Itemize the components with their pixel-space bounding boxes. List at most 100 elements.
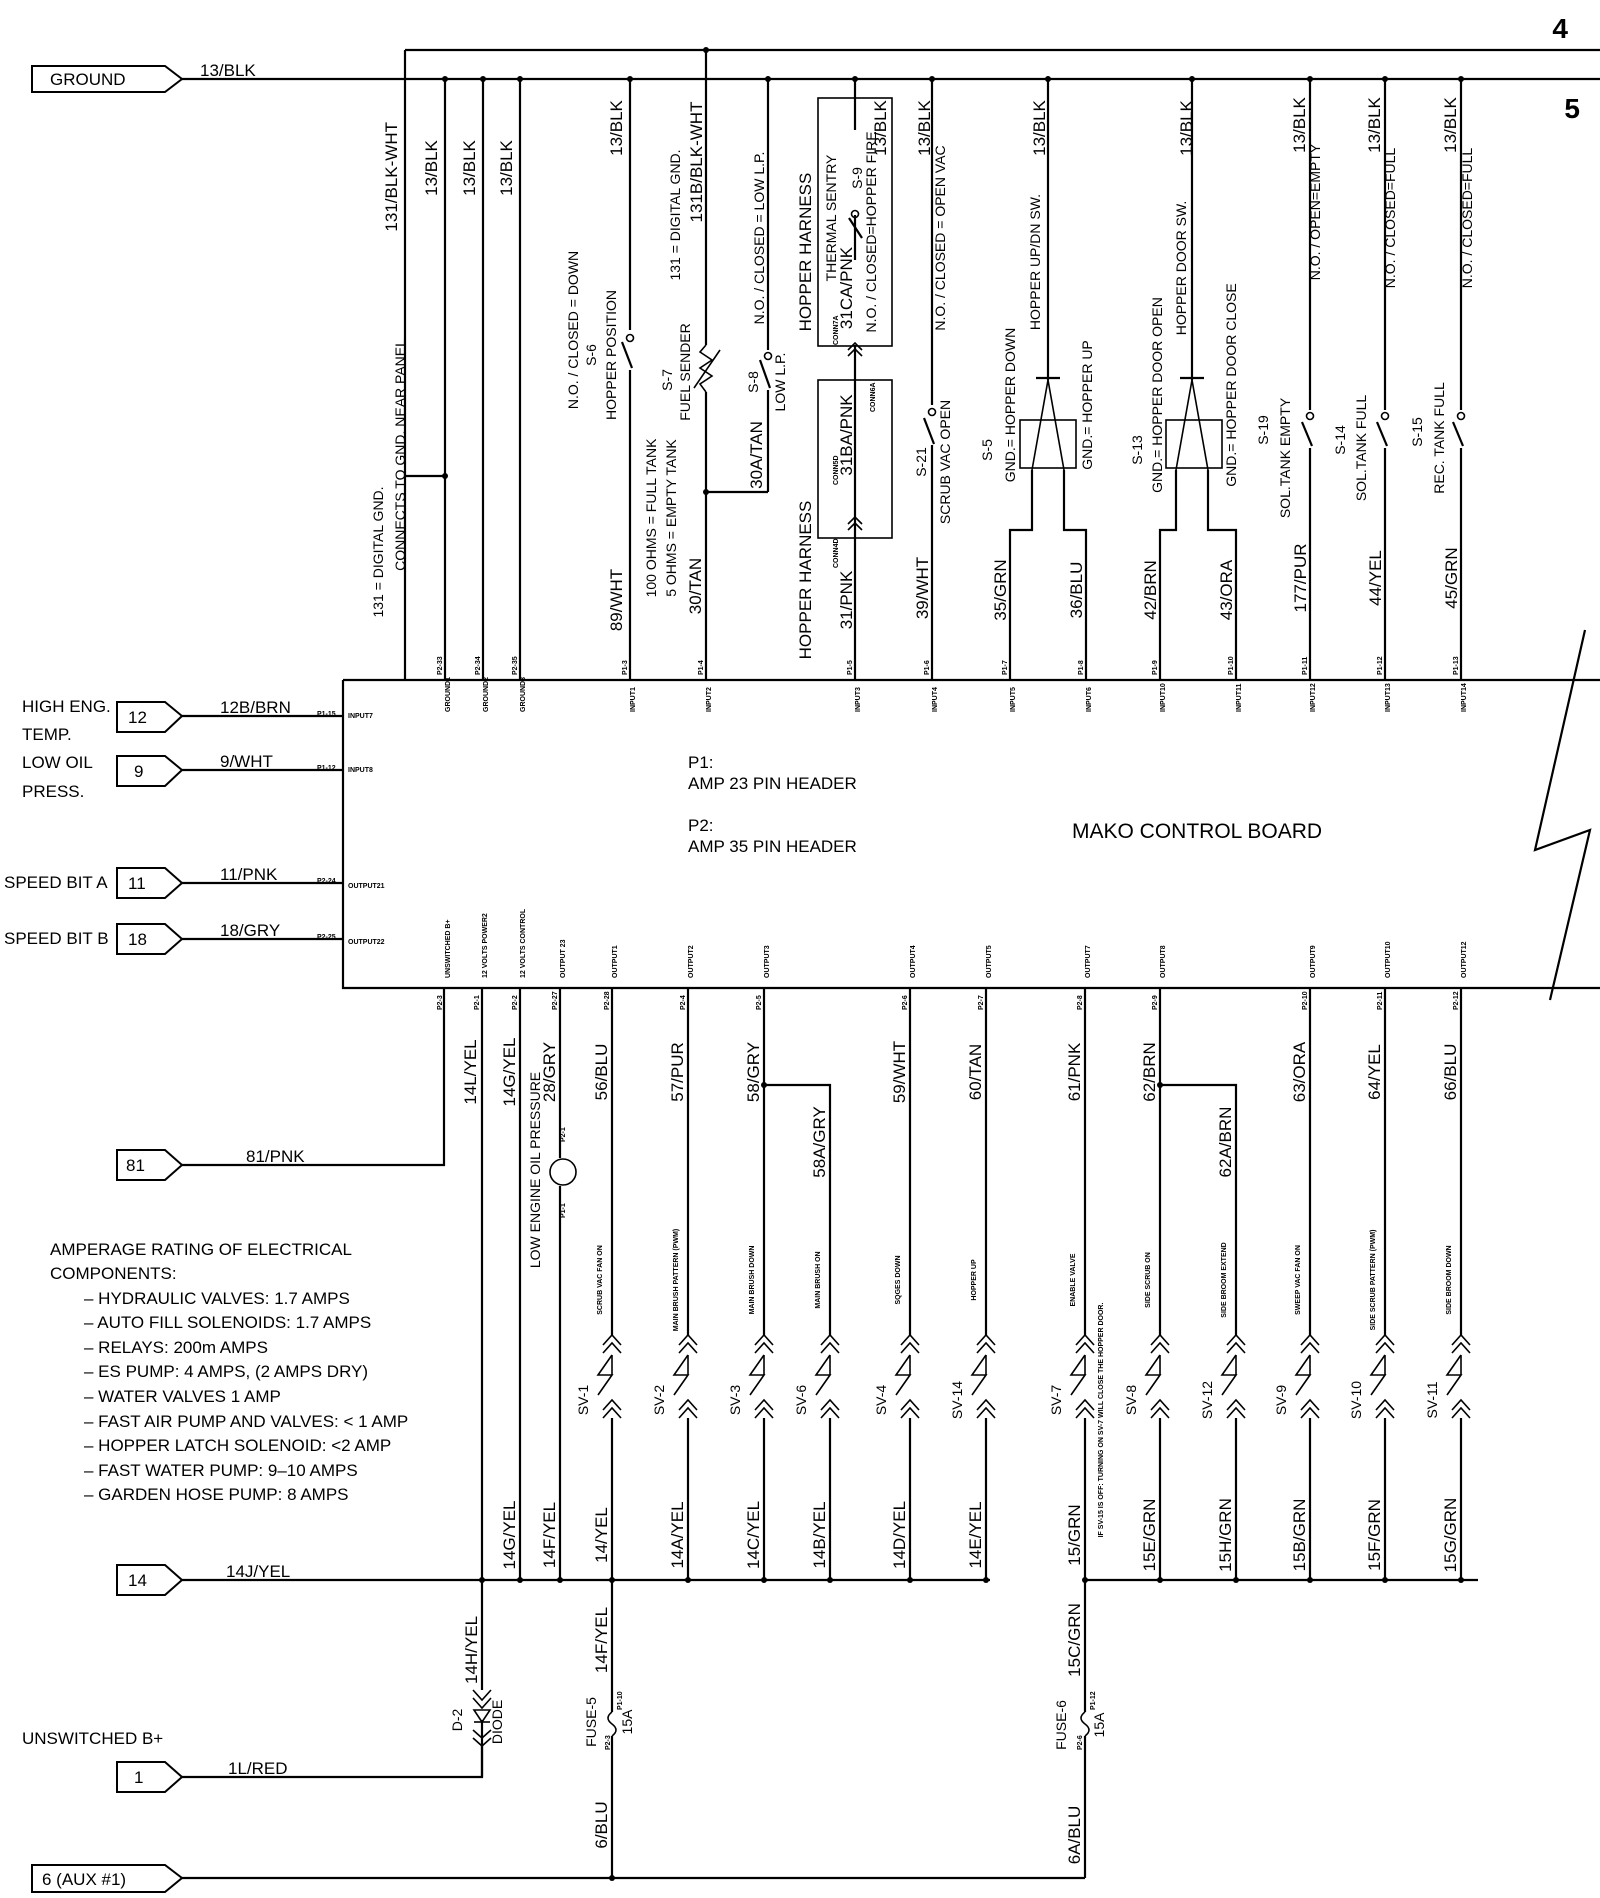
conn-arrows-bottom [754, 1398, 774, 1419]
junction-dot [685, 1577, 691, 1583]
conn-arrows-top [1375, 1333, 1395, 1354]
pin-label: P1-5 [847, 660, 854, 675]
conn-arrows-bottom [1451, 1398, 1471, 1419]
conn-arrow [820, 1406, 840, 1419]
connector-num: 1 [134, 1768, 143, 1787]
wire-42 [1158, 470, 1178, 680]
pin-label: P2-3 [437, 995, 444, 1010]
conn-arrows-bottom [1375, 1398, 1395, 1419]
junction-dot [1307, 76, 1313, 82]
valve-coil-icon [596, 1354, 614, 1396]
mid2-wire: 31CA/PNK [837, 246, 856, 329]
pin-name: GROUND2 [483, 677, 490, 712]
unswitched-label: UNSWITCHED B+ [22, 1729, 163, 1748]
conn-arrow [754, 1333, 774, 1346]
conn-arrows-top [754, 1333, 774, 1354]
pin-name: GROUND1 [445, 677, 452, 712]
conn-arrow [820, 1341, 840, 1354]
conn-arrow [1150, 1406, 1170, 1419]
output-note: IF SV-15 IS OFF: TURNING ON SV-7 WILL CL… [1098, 1303, 1105, 1538]
connector-num: 81 [126, 1156, 145, 1175]
wire-label: 12B/BRN [220, 698, 291, 717]
upper-wire-label: 61/PNK [1065, 1042, 1084, 1101]
wire-label: 14G/YEL [500, 1038, 519, 1107]
upper-wire-label: 62A/BRN [1216, 1107, 1235, 1178]
pin-name: OUTPUT2 [688, 945, 695, 978]
conn-arrow [678, 1406, 698, 1419]
conn-arrows-top [820, 1333, 840, 1354]
switch-blade [1031, 379, 1049, 471]
switch-housing [1019, 419, 1077, 469]
conn-arrow [678, 1341, 698, 1354]
switch-contact [1305, 411, 1315, 421]
pin-name: INPUT7 [348, 713, 373, 720]
conn-arrow [1150, 1398, 1170, 1411]
pin-label: P1-4 [698, 660, 705, 675]
wire [182, 1720, 484, 1779]
pin-label: P1-8 [1078, 660, 1085, 675]
pin-name: INPUT2 [706, 687, 713, 712]
junction-dot [983, 1577, 989, 1583]
valve-coil-icon [970, 1354, 988, 1396]
upper-wire-label: 57/PUR [668, 1042, 687, 1102]
junction-dot [852, 76, 858, 82]
fuse-5-pin2: P2-3 [605, 1735, 612, 1750]
left-connector-unswitched: UNSWITCHED B+ 1 1L/RED [22, 1720, 484, 1793]
upper-note: 131 = DIGITAL GND. [667, 149, 683, 280]
conn-arrows-top [1226, 1333, 1246, 1354]
conn-arrow [900, 1406, 920, 1419]
wire-label: 9/WHT [220, 752, 273, 771]
upper-wire-label: 56/BLU [592, 1044, 611, 1101]
switch-state: N.O. / CLOSED = OPEN VAC [932, 145, 948, 330]
ground-connector: GROUND 13/BLK [31, 61, 256, 93]
conn-arrow [1226, 1406, 1246, 1419]
pin-name: OUTPUT12 [1461, 941, 1468, 978]
switch-contact [1380, 411, 1390, 421]
switch-blade [1375, 421, 1389, 447]
switch-desc: SOL.TANK FULL [1353, 395, 1369, 502]
low-oil-label: LOW OIL [22, 753, 93, 772]
note1: 131 = DIGITAL GND. [370, 486, 386, 617]
wire-36 [1062, 470, 1088, 680]
pin-label: P2-9 [1152, 995, 1159, 1010]
lower-wire-label: 14/YEL [592, 1507, 611, 1563]
conn-arrow [976, 1398, 996, 1411]
junction-dot [479, 1577, 485, 1583]
conn4d-label: CONN4D [833, 538, 840, 568]
conn-arrow [847, 341, 863, 351]
pin-name: OUTPUT5 [986, 945, 993, 978]
junction-dot [761, 1082, 767, 1088]
switch-id: S-6 [583, 344, 599, 366]
conn-arrows-bottom [1226, 1398, 1246, 1419]
top-column-input2: 131B/BLK-WHT 131 = DIGITAL GND. 30/TAN S… [643, 50, 788, 712]
pin-name: OUTPUT4 [910, 945, 917, 978]
conn-arrow [602, 1341, 622, 1354]
switch-blade [1047, 379, 1065, 471]
conn-arrow [1300, 1333, 1320, 1346]
lower-wire-43: 43/ORA [1217, 559, 1236, 620]
break-line [1533, 629, 1592, 1001]
conn-arrows-top [1300, 1333, 1320, 1354]
switch-desc: HOPPER POSITION [603, 290, 619, 420]
pin-name: OUTPUT 23 [560, 939, 567, 978]
amperage-item: – RELAYS: 200m AMPS [84, 1338, 268, 1357]
board-title: MAKO CONTROL BOARD [1072, 820, 1322, 843]
conn-arrow [1075, 1398, 1095, 1411]
junction-dot [609, 1875, 615, 1881]
note2: CONNECTS TO GND. NEAR PANEL [392, 339, 408, 571]
lower-wire-42: 42/BRN [1141, 560, 1160, 620]
upper-wire-label: 60/TAN [966, 1044, 985, 1100]
sender-pin2: P2-1 [560, 1127, 567, 1142]
conn-arrow [678, 1398, 698, 1411]
temp-label: TEMP. [22, 725, 72, 744]
resistance-1: 100 OHMS = FULL TANK [643, 438, 659, 598]
valve-id: SV-6 [793, 1385, 809, 1416]
amperage-item: – HOPPER LATCH SOLENOID: <2 AMP [84, 1436, 391, 1455]
ground-down-label: GND.= HOPPER DOWN [1002, 328, 1018, 482]
sender-pin1: P1-1 [560, 1203, 567, 1218]
pin-name: INPUT3 [855, 687, 862, 712]
top-column-ground3: 13/BLK P2-35 GROUND3 [497, 76, 527, 712]
switch-contact [625, 333, 635, 343]
